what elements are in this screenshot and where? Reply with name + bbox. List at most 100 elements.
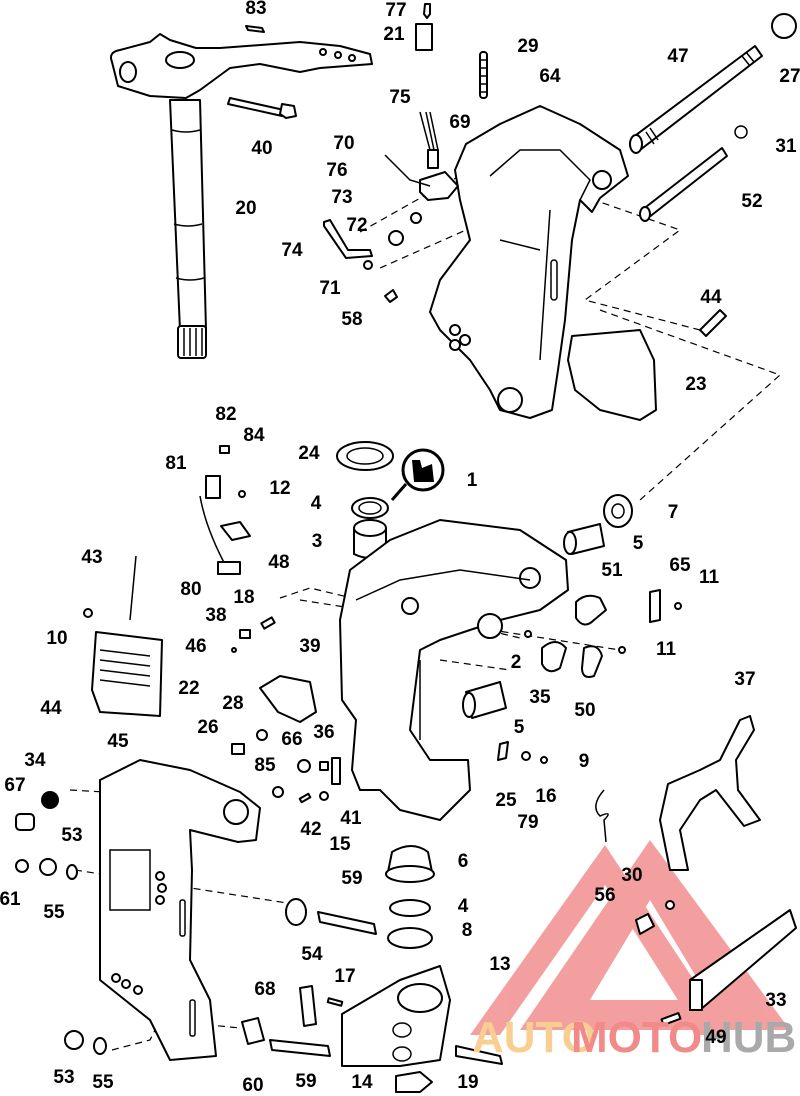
block-33 <box>689 909 797 1011</box>
callout-9: 9 <box>579 751 590 772</box>
callout-67: 67 <box>4 775 25 796</box>
callout-54: 54 <box>301 944 323 965</box>
nut-28 <box>256 729 268 741</box>
callout-30: 30 <box>621 865 642 886</box>
cap-15 <box>319 791 329 801</box>
callout-35: 35 <box>529 687 551 708</box>
callout-50: 50 <box>574 700 595 721</box>
steering-shaft-20 <box>110 33 373 359</box>
link-43 <box>129 555 137 621</box>
callout-7: 7 <box>668 502 679 523</box>
bracket-35 <box>541 641 567 673</box>
callout-4: 4 <box>311 493 322 514</box>
washer-7 <box>603 494 633 528</box>
bolt-83 <box>245 25 265 33</box>
nut-73 <box>410 212 422 224</box>
plate-60 <box>241 1017 265 1045</box>
nut-27 <box>771 13 797 39</box>
callout-73: 73 <box>331 187 352 208</box>
ball-46 <box>231 647 237 653</box>
pin-77 <box>423 3 431 19</box>
bolt-44 <box>699 309 727 337</box>
bushing-85 <box>272 786 284 798</box>
callout-17: 17 <box>334 966 355 987</box>
stern-bracket-64 <box>429 105 629 419</box>
ring-31 <box>734 125 748 139</box>
watermark-hub: HUB <box>701 1013 796 1062</box>
spring-9 <box>595 789 609 843</box>
callout-41: 41 <box>340 808 362 829</box>
callout-23: 23 <box>685 374 706 395</box>
stern-bracket-45 <box>99 759 261 1061</box>
callout-48: 48 <box>268 552 289 573</box>
callout-8: 8 <box>462 920 473 941</box>
washer-54 <box>285 898 307 926</box>
callout-59: 59 <box>295 1071 316 1092</box>
callout-38: 38 <box>205 605 226 626</box>
callout-44: 44 <box>40 698 62 719</box>
callout-34: 34 <box>24 750 46 771</box>
callout-66: 66 <box>281 729 302 750</box>
clip-25 <box>497 741 509 761</box>
callout-13: 13 <box>489 954 510 975</box>
bushing-26 <box>231 743 245 755</box>
callout-44: 44 <box>700 287 722 308</box>
callout-15: 15 <box>329 834 351 855</box>
callout-64: 64 <box>539 66 561 87</box>
bolt-59-lower <box>269 1039 331 1057</box>
bushing-6 <box>387 845 433 873</box>
callout-51: 51 <box>601 560 623 581</box>
callout-36: 36 <box>313 722 334 743</box>
screw-42 <box>298 792 312 804</box>
tilt-lever-37 <box>659 715 761 871</box>
callout-60: 60 <box>242 1075 263 1096</box>
callout-46: 46 <box>185 636 206 657</box>
callout-4: 4 <box>458 896 469 917</box>
callout-55: 55 <box>43 902 65 923</box>
washer-55-lower <box>93 1037 107 1055</box>
callout-1: 1 <box>467 470 478 491</box>
bracket-50 <box>581 645 603 678</box>
callout-39: 39 <box>299 636 320 657</box>
screw-2 <box>524 630 532 638</box>
callout-58: 58 <box>341 309 362 330</box>
callout-76: 76 <box>326 160 347 181</box>
cap-67 <box>15 813 35 831</box>
lever-74 <box>323 219 373 259</box>
callout-53: 53 <box>53 1067 74 1088</box>
washer-24 <box>336 441 394 471</box>
screw-17 <box>326 997 344 1007</box>
callout-81: 81 <box>165 453 187 474</box>
trim-sender-harness <box>199 445 251 575</box>
seal-4 <box>351 497 389 519</box>
callout-79: 79 <box>517 812 538 833</box>
bolt-19 <box>455 1045 503 1065</box>
callout-5: 5 <box>514 717 525 738</box>
clip-82 <box>219 445 230 454</box>
callout-49: 49 <box>705 1027 726 1048</box>
callout-43: 43 <box>81 547 102 568</box>
cover-23 <box>567 329 657 421</box>
pin-52 <box>639 147 728 222</box>
callout-21: 21 <box>383 24 405 45</box>
bearing-8 <box>387 927 433 949</box>
clip-21 <box>415 23 433 51</box>
watermark-moto: MOTO <box>571 1013 702 1062</box>
tilt-shaft-47 <box>629 45 763 154</box>
callout-10: 10 <box>46 628 67 649</box>
callout-24: 24 <box>298 443 320 464</box>
callout-19: 19 <box>457 1072 478 1093</box>
screw-11-upper <box>674 602 682 610</box>
spring-18 <box>260 616 276 630</box>
plate-68 <box>299 985 317 1027</box>
nut-71 <box>363 260 373 270</box>
pin-38 <box>239 629 251 639</box>
swivel-bracket-1 <box>339 519 569 821</box>
clip-72 <box>388 230 404 246</box>
seal-4-lower <box>389 899 431 917</box>
callout-11: 11 <box>656 639 677 660</box>
cap-61 <box>15 859 29 873</box>
nut-53-lower <box>64 1030 84 1050</box>
